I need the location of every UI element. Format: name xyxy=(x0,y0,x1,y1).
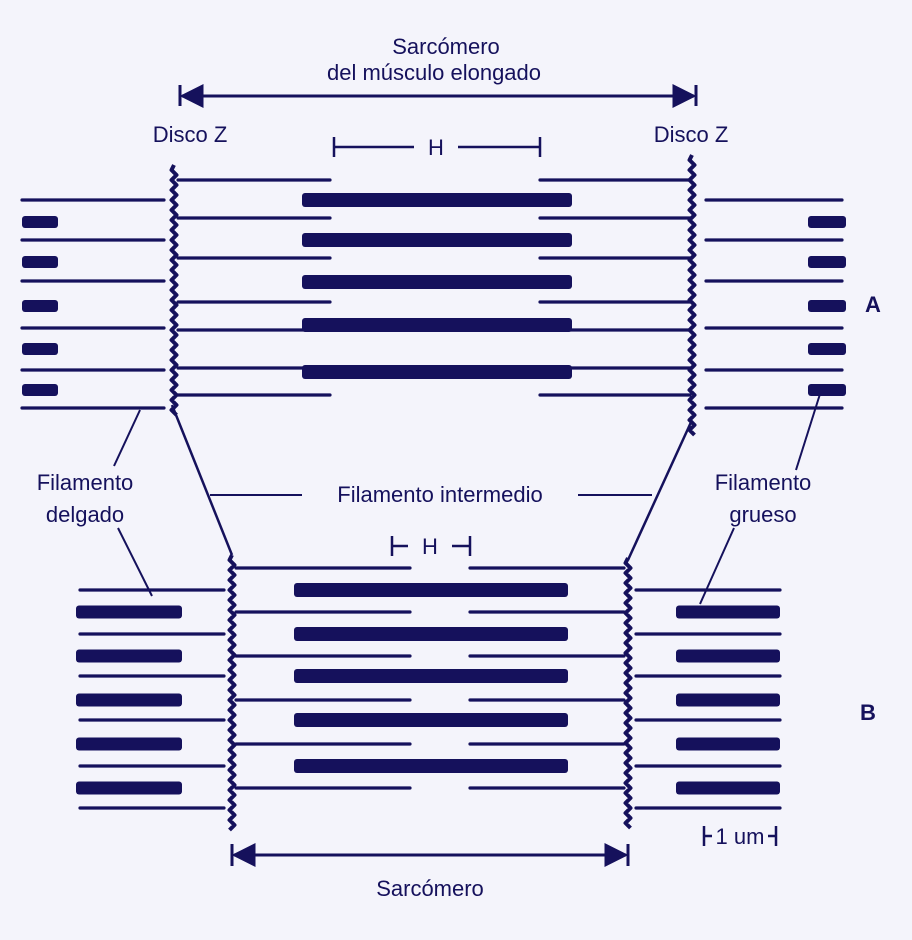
sarcomere-a xyxy=(20,154,846,437)
sarcomere-b xyxy=(76,554,782,832)
bottom-sarcomere-dimension xyxy=(230,843,630,867)
scale-bar-label: 1 um xyxy=(716,824,765,849)
bottom-sarcomere-label: Sarcómero xyxy=(376,876,484,901)
thick-filament xyxy=(808,343,846,355)
thick-filament xyxy=(676,781,780,795)
thick-filament xyxy=(302,275,572,289)
thick-filament-label-line2: grueso xyxy=(729,502,796,527)
thick-filament xyxy=(76,693,182,707)
z-disc xyxy=(169,164,179,417)
thick-filament xyxy=(76,605,182,619)
thick-filament xyxy=(294,669,568,683)
h-zone-top-dimension xyxy=(332,137,542,157)
thick-filament xyxy=(22,256,58,268)
title-line2: del músculo elongado xyxy=(327,60,541,85)
thick-filament xyxy=(302,318,572,332)
thin-filament-pointers xyxy=(113,409,153,597)
thick-filament xyxy=(302,365,572,379)
top-sarcomere-dimension xyxy=(178,84,698,108)
thick-filament xyxy=(76,781,182,795)
thick-filament xyxy=(676,737,780,751)
thick-filament xyxy=(22,216,58,228)
thick-filament xyxy=(808,300,846,312)
disc-z-left-label: Disco Z xyxy=(153,122,228,147)
h-zone-bottom-dimension xyxy=(390,536,472,556)
thick-filament-pointers xyxy=(699,393,821,605)
disc-z-right-label: Disco Z xyxy=(654,122,729,147)
z-disc xyxy=(623,557,633,830)
h-zone-bottom-label: H xyxy=(422,534,438,559)
thick-filament xyxy=(294,713,568,727)
thick-filament xyxy=(302,233,572,247)
thick-filament xyxy=(22,384,58,396)
z-disc xyxy=(227,554,237,832)
thick-filament xyxy=(76,649,182,663)
z-disc-connectors xyxy=(170,404,694,561)
thick-filament xyxy=(676,605,780,619)
thick-filament xyxy=(808,216,846,228)
z-disc xyxy=(687,154,697,437)
thin-filament-label-line2: delgado xyxy=(46,502,124,527)
h-zone-top-label: H xyxy=(428,135,444,160)
thick-filament xyxy=(676,693,780,707)
label-b: B xyxy=(860,700,876,725)
thick-filament xyxy=(676,649,780,663)
title-line1: Sarcómero xyxy=(392,34,500,59)
thick-filament xyxy=(76,737,182,751)
thick-filament-label-line1: Filamento xyxy=(715,470,812,495)
thick-filament xyxy=(294,627,568,641)
thick-filament xyxy=(808,256,846,268)
thin-filament-label-line1: Filamento xyxy=(37,470,134,495)
scale-bar xyxy=(702,826,778,846)
thick-filament xyxy=(294,759,568,773)
intermediate-filament-label: Filamento intermedio xyxy=(337,482,542,507)
label-a: A xyxy=(865,292,881,317)
thick-filament xyxy=(808,384,846,396)
thick-filament xyxy=(22,300,58,312)
thick-filament xyxy=(294,583,568,597)
thick-filament xyxy=(302,193,572,207)
thick-filament xyxy=(22,343,58,355)
